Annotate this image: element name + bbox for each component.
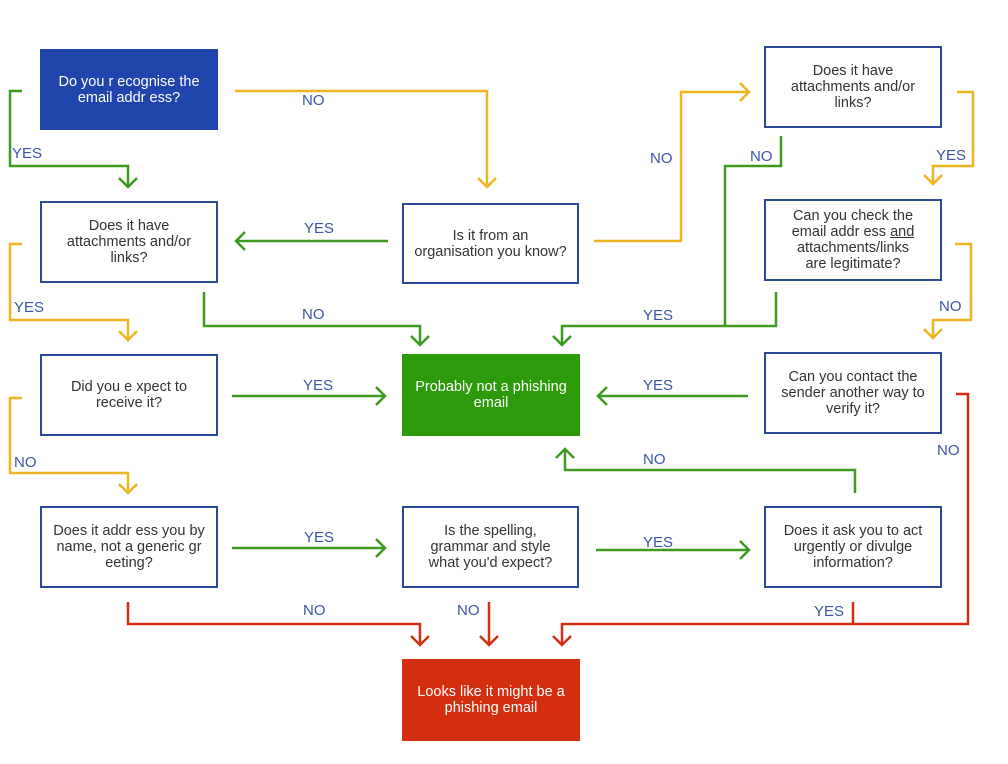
arrow-name-no-head xyxy=(410,635,430,647)
node-attachments-left: Does it have attachments and/or links? xyxy=(40,201,218,283)
arrow-check-no xyxy=(923,242,973,340)
node-check-legitimate: Can you check the email addr ess and att… xyxy=(764,199,942,281)
arrow-urgent-no xyxy=(555,447,857,493)
arrow-attach-left-yes-head xyxy=(118,330,138,342)
arrow-recognise-yes-line xyxy=(8,89,130,187)
arrow-org-no-line xyxy=(594,90,749,243)
label-contact-yes: YES xyxy=(643,377,674,394)
arrow-attach-left-no-line xyxy=(202,292,422,345)
node-probably-safe: Probably not a phishing email xyxy=(402,354,580,436)
label-check-yes: YES xyxy=(643,307,674,324)
node-contact-sender: Can you contact the sender another way t… xyxy=(764,352,942,434)
check-line2: email addr ess and xyxy=(791,224,915,240)
arrow-org-no-head xyxy=(739,82,751,102)
node-recognise-email: Do you r ecognise the email addr ess? xyxy=(40,49,218,130)
node-might-be-phishing: Looks like it might be a phishing email xyxy=(402,659,580,741)
arrow-org-yes-head xyxy=(234,231,246,251)
node-address-by-name: Does it addr ess you by name, not a gene… xyxy=(40,506,218,588)
label-attach-left-no: NO xyxy=(302,306,325,323)
node-from-organisation: Is it from an organisation you know? xyxy=(402,203,579,284)
label-check-no: NO xyxy=(939,298,962,315)
label-attach-left-yes: YES xyxy=(14,299,45,316)
arrow-recognise-no-head xyxy=(477,177,497,189)
arrow-attach-left-no-head xyxy=(410,335,430,347)
arrow-expect-no-head xyxy=(118,483,138,495)
arrow-check-no-head xyxy=(923,328,943,340)
arrow-attach-top-yes-line xyxy=(931,90,975,184)
arrow-name-yes xyxy=(232,538,387,558)
label-name-no: NO xyxy=(303,602,326,619)
arrow-attach-left-yes xyxy=(8,242,138,342)
arrow-spelling-yes-head xyxy=(739,540,751,560)
label-spelling-no: NO xyxy=(457,602,480,619)
arrow-attach-left-yes-line xyxy=(8,242,130,340)
label-expect-no: NO xyxy=(14,454,37,471)
arrow-urgent-no-head xyxy=(555,447,575,459)
arrow-spelling-no xyxy=(479,602,499,647)
label-org-no: NO xyxy=(650,150,673,167)
arrow-attach-top-yes xyxy=(923,90,975,186)
node-act-urgently: Does it ask you to act urgently or divul… xyxy=(764,506,942,588)
check-text: Can you check the email addr ess and att… xyxy=(791,208,915,272)
arrow-name-no xyxy=(126,602,430,647)
arrow-name-no-line xyxy=(126,602,422,645)
label-spelling-yes: YES xyxy=(643,534,674,551)
arrow-contact-yes-head xyxy=(596,386,608,406)
arrow-recognise-yes xyxy=(8,89,138,189)
arrow-recognise-no xyxy=(235,89,497,189)
arrow-expect-yes xyxy=(232,386,387,406)
label-recognise-no: NO xyxy=(302,92,325,109)
arrow-check-yes-line xyxy=(560,292,778,345)
arrow-urgent-no-line xyxy=(563,449,857,493)
arrow-recognise-no-line xyxy=(235,89,489,187)
label-attach-top-no: NO xyxy=(750,148,773,165)
arrow-attach-top-yes-head xyxy=(923,174,943,186)
arrow-name-yes-head xyxy=(375,538,387,558)
arrow-expect-no-line xyxy=(8,396,130,493)
label-urgent-no: NO xyxy=(643,451,666,468)
arrow-check-yes xyxy=(552,292,778,347)
arrow-org-yes xyxy=(234,231,388,251)
arrow-contact-no-line xyxy=(560,392,970,645)
arrow-spelling-no-head xyxy=(479,635,499,647)
label-expect-yes: YES xyxy=(303,377,334,394)
arrow-check-no-line xyxy=(931,242,973,338)
node-spelling-grammar: Is the spelling, grammar and style what … xyxy=(402,506,579,588)
label-name-yes: YES xyxy=(304,529,335,546)
label-contact-no: NO xyxy=(937,442,960,459)
arrow-spelling-yes xyxy=(596,540,751,560)
node-expected: Did you e xpect to receive it? xyxy=(40,354,218,436)
arrow-expect-yes-head xyxy=(375,386,387,406)
arrow-attach-top-no xyxy=(723,136,783,326)
arrow-recognise-yes-head xyxy=(118,177,138,189)
arrow-check-yes-head xyxy=(552,335,572,347)
arrow-org-no xyxy=(594,82,751,243)
node-attachments-top: Does it have attachments and/or links? xyxy=(764,46,942,128)
arrow-contact-no xyxy=(552,392,970,647)
arrow-attach-top-no-line xyxy=(723,136,783,326)
label-urgent-yes: YES xyxy=(814,603,845,620)
arrow-expect-no xyxy=(8,396,138,495)
arrow-contact-yes xyxy=(596,386,748,406)
label-org-yes: YES xyxy=(304,220,335,237)
arrow-contact-no-head xyxy=(552,635,572,647)
label-recognise-yes: YES xyxy=(12,145,43,162)
label-attach-top-yes: YES xyxy=(936,147,967,164)
arrow-attach-left-no xyxy=(202,292,430,347)
